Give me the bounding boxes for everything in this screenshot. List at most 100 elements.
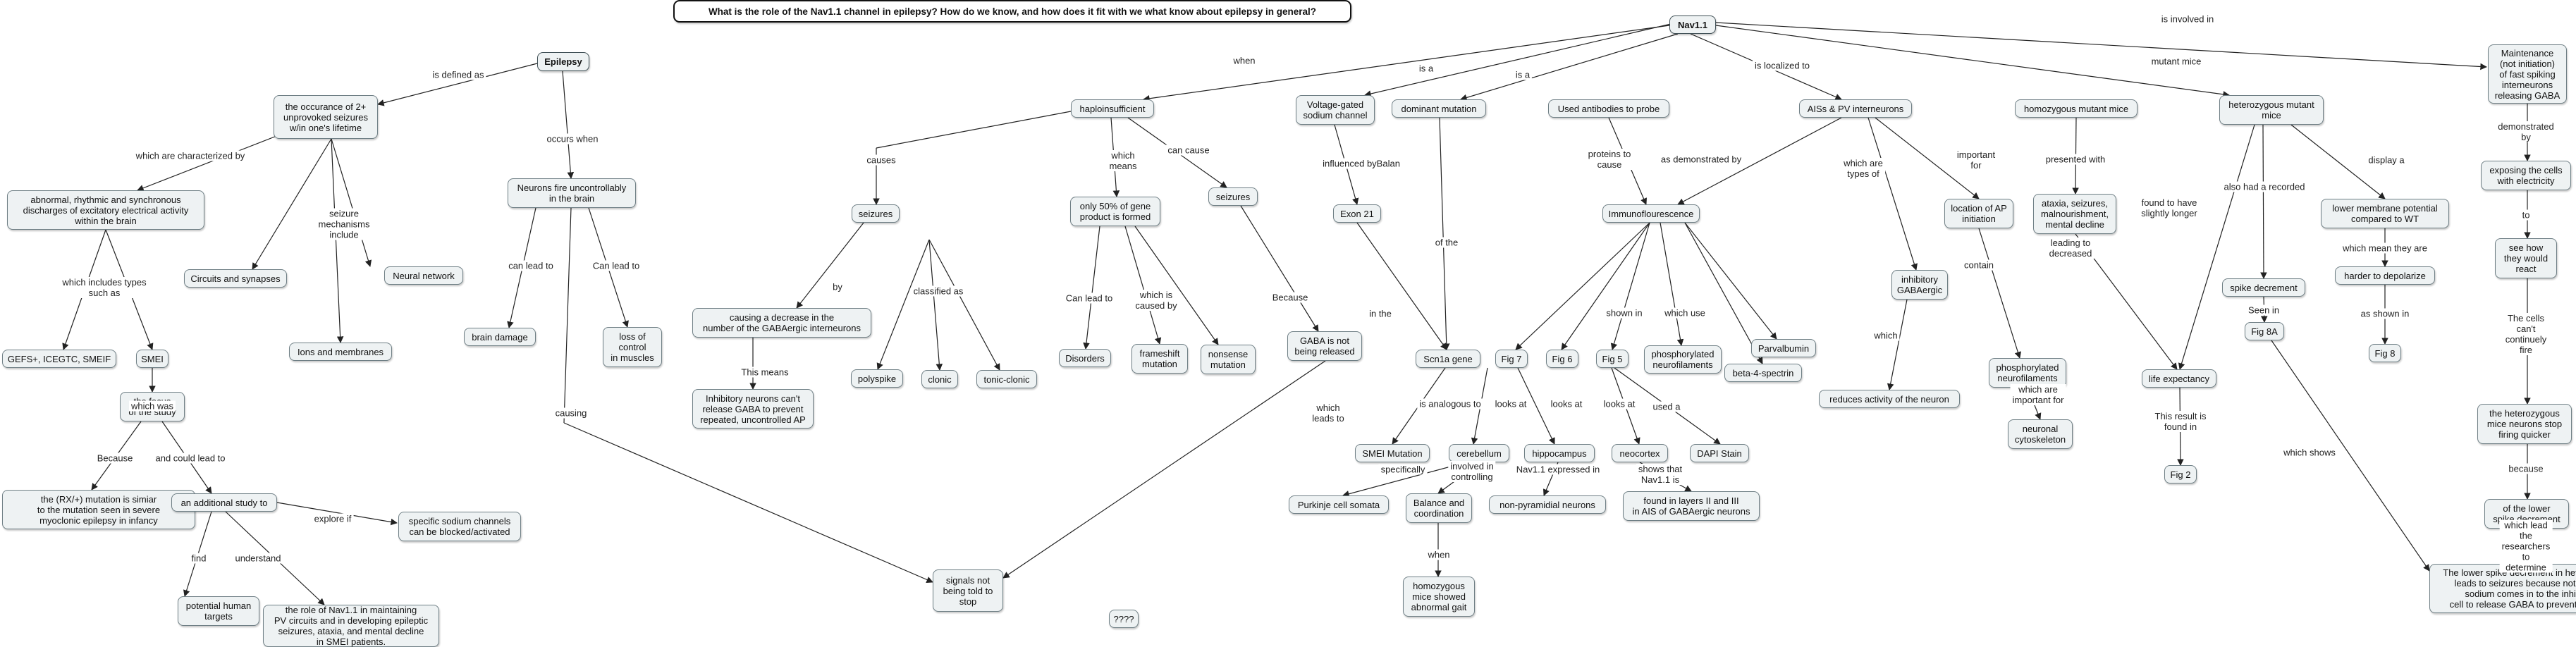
node-loss-control[interactable]: loss of control in muscles bbox=[603, 327, 662, 367]
node-neocortex[interactable]: neocortex bbox=[1612, 444, 1668, 462]
connector-line bbox=[1715, 22, 2487, 70]
node-ais-pv[interactable]: AISs & PV interneurons bbox=[1799, 99, 1912, 118]
node-brain-damage[interactable]: brain damage bbox=[464, 328, 536, 346]
node-fig7[interactable]: Fig 7 bbox=[1495, 350, 1528, 368]
node-fig8a[interactable]: Fig 8A bbox=[2245, 322, 2284, 340]
node-potential-targets[interactable]: potential human targets bbox=[178, 596, 259, 626]
node-balance[interactable]: Balance and coordination bbox=[1406, 493, 1472, 523]
node-dominant[interactable]: dominant mutation bbox=[1392, 99, 1486, 118]
node-polyspike[interactable]: polyspike bbox=[851, 369, 903, 388]
node-life-exp[interactable]: life expectancy bbox=[2142, 369, 2216, 388]
node-fig8[interactable]: Fig 8 bbox=[2369, 344, 2401, 362]
edge-label-nav-expressed-in: Nav1.1 expressed in bbox=[1514, 464, 1602, 475]
node-heterozygous[interactable]: heterozygous mutant mice bbox=[2219, 95, 2324, 125]
node-occurrence[interactable]: the occurance of 2+ unprovoked seizures … bbox=[274, 95, 378, 139]
node-neurons-fire[interactable]: Neurons fire uncontrollably in the brain bbox=[508, 178, 636, 208]
node-seizures1[interactable]: seizures bbox=[852, 204, 900, 223]
node-specific-sodium[interactable]: specific sodium channels can be blocked/… bbox=[398, 512, 521, 541]
node-phospho-nf[interactable]: phosphorylated neurofilaments bbox=[1644, 345, 1722, 374]
node-immuno[interactable]: Immunoflourescence bbox=[1602, 204, 1700, 223]
edge-label-specifically: specifically bbox=[1378, 464, 1428, 475]
connector-line bbox=[1342, 462, 1467, 498]
node-fig5[interactable]: Fig 5 bbox=[1596, 350, 1629, 368]
node-parvalbumin[interactable]: Parvalbumin bbox=[1751, 339, 1816, 357]
node-vgsc[interactable]: Voltage-gated sodium channel bbox=[1296, 95, 1375, 125]
node-nonsense[interactable]: nonsense mutation bbox=[1201, 345, 1256, 374]
connector-line bbox=[796, 222, 864, 309]
node-qqq[interactable]: ???? bbox=[1109, 610, 1139, 628]
focus-question[interactable]: What is the role of the Nav1.1 channel i… bbox=[673, 0, 1351, 23]
node-epilepsy[interactable]: Epilepsy bbox=[537, 52, 589, 71]
edge-label-influenced-by: influenced byBalan bbox=[1320, 158, 1402, 169]
node-only50[interactable]: only 50% of gene product is formed bbox=[1070, 197, 1160, 226]
node-nonpyramidal[interactable]: non-pyramidial neurons bbox=[1489, 495, 1606, 514]
edge-label-looks-at3: looks at bbox=[1601, 398, 1638, 409]
node-smei-mutation[interactable]: SMEI Mutation bbox=[1355, 444, 1430, 462]
node-inhibitory-cant[interactable]: Inhibitory neurons can't release GABA to… bbox=[692, 389, 814, 429]
node-smei[interactable]: SMEI bbox=[136, 350, 168, 368]
edge-label-includes-types: which includes types such as bbox=[60, 277, 149, 298]
connector-line bbox=[1517, 367, 1555, 445]
node-seizures2[interactable]: seizures bbox=[1208, 187, 1258, 206]
connector-line bbox=[562, 70, 575, 179]
node-scn1a[interactable]: Scn1a gene bbox=[1416, 350, 1480, 368]
node-phospho-nf2[interactable]: phosphorylated neurofilaments bbox=[1989, 358, 2066, 388]
node-lower-spike-final[interactable]: The lower spike decrement in heterozygou… bbox=[2429, 564, 2576, 613]
node-homozygous[interactable]: homozygous mutant mice bbox=[2015, 99, 2138, 118]
node-hippocampus[interactable]: hippocampus bbox=[1524, 444, 1595, 462]
node-purkinje[interactable]: Purkinje cell somata bbox=[1289, 495, 1389, 514]
connector-line bbox=[563, 207, 572, 424]
node-disorders[interactable]: Disorders bbox=[1059, 349, 1111, 367]
node-cerebellum[interactable]: cerebellum bbox=[1449, 444, 1509, 462]
edge-label-looks-at2: looks at bbox=[1548, 398, 1585, 409]
connector-line bbox=[1364, 23, 1672, 97]
edge-label-can-lead-to3: Can lead to bbox=[1063, 292, 1115, 304]
node-tonic-clonic[interactable]: tonic-clonic bbox=[976, 370, 1037, 388]
node-lower-membrane[interactable]: lower membrane potential compared to WT bbox=[2321, 199, 2449, 228]
connector-line bbox=[1684, 222, 1763, 364]
node-antibodies[interactable]: Used antibodies to probe bbox=[1548, 99, 1669, 118]
node-exposing[interactable]: exposing the cells with electricity bbox=[2481, 161, 2571, 190]
node-beta4[interactable]: beta-4-spectrin bbox=[1724, 364, 1802, 382]
node-spike-dec[interactable]: spike decrement bbox=[2222, 278, 2305, 297]
connector-line bbox=[1439, 117, 1450, 350]
node-harder[interactable]: harder to depolarize bbox=[2335, 266, 2435, 285]
node-gefs[interactable]: GEFS+, ICEGTC, SMEIF bbox=[2, 350, 116, 368]
node-frameshift[interactable]: frameshift mutation bbox=[1131, 344, 1188, 374]
node-abnormal[interactable]: abnormal, rhythmic and synchronous disch… bbox=[7, 190, 204, 230]
node-fig2[interactable]: Fig 2 bbox=[2164, 465, 2197, 483]
node-neural-network[interactable]: Neural network bbox=[384, 266, 463, 285]
connector-line bbox=[137, 133, 283, 192]
node-rx[interactable]: the (RX/+) mutation is simiar to the mut… bbox=[2, 490, 195, 529]
node-homo-gait[interactable]: homozygous mice showed abnormal gait bbox=[1403, 577, 1475, 617]
node-location-ap[interactable]: location of AP initiation bbox=[1944, 199, 2013, 228]
node-exon21[interactable]: Exon 21 bbox=[1333, 204, 1381, 223]
edge-label-which-are-important-for: which are important for bbox=[2010, 384, 2066, 405]
node-ataxia[interactable]: ataxia, seizures, malnourishment, mental… bbox=[2033, 194, 2116, 234]
node-inhibitory-gaba[interactable]: inhibitory GABAergic bbox=[1891, 270, 1948, 300]
node-maintenance[interactable]: Maintenance (not initiation) of fast spi… bbox=[2488, 44, 2567, 104]
node-dapi[interactable]: DAPI Stain bbox=[1690, 444, 1749, 462]
node-found-layers[interactable]: found in layers II and III in AIS of GAB… bbox=[1623, 491, 1760, 521]
node-signals[interactable]: signals not being told to stop bbox=[933, 569, 1003, 612]
node-additional[interactable]: an additional study to bbox=[171, 493, 277, 512]
node-het-stop[interactable]: the heterozygous mice neurons stop firin… bbox=[2477, 404, 2572, 444]
node-role-nav[interactable]: the role of Nav1.1 in maintaining PV cir… bbox=[263, 605, 439, 647]
node-nav11[interactable]: Nav1.1 bbox=[1669, 16, 1716, 34]
node-see-how[interactable]: see how they would react bbox=[2495, 238, 2557, 278]
node-reduces[interactable]: reduces activity of the neuron bbox=[1819, 390, 1960, 408]
edge-label-looks-at1: looks at bbox=[1492, 398, 1529, 409]
node-gaba-not[interactable]: GABA is not being released bbox=[1287, 331, 1362, 361]
node-clonic[interactable]: clonic bbox=[921, 370, 958, 388]
node-fig6[interactable]: Fig 6 bbox=[1546, 350, 1578, 368]
edge-label-which-was: which was bbox=[129, 400, 176, 412]
node-causing-decrease[interactable]: causing a decrease in the number of the … bbox=[692, 308, 871, 338]
connector-line bbox=[1240, 205, 1319, 332]
edge-label-characterized-by: which are characterized by bbox=[133, 150, 247, 161]
edge-label-explore-if: explore if bbox=[312, 513, 354, 524]
node-circuits[interactable]: Circuits and synapses bbox=[184, 269, 287, 288]
node-ions[interactable]: Ions and membranes bbox=[289, 343, 392, 361]
node-haplo[interactable]: haploinsufficient bbox=[1071, 99, 1154, 118]
node-neuronal-cyto[interactable]: neuronal cytoskeleton bbox=[2008, 419, 2073, 449]
